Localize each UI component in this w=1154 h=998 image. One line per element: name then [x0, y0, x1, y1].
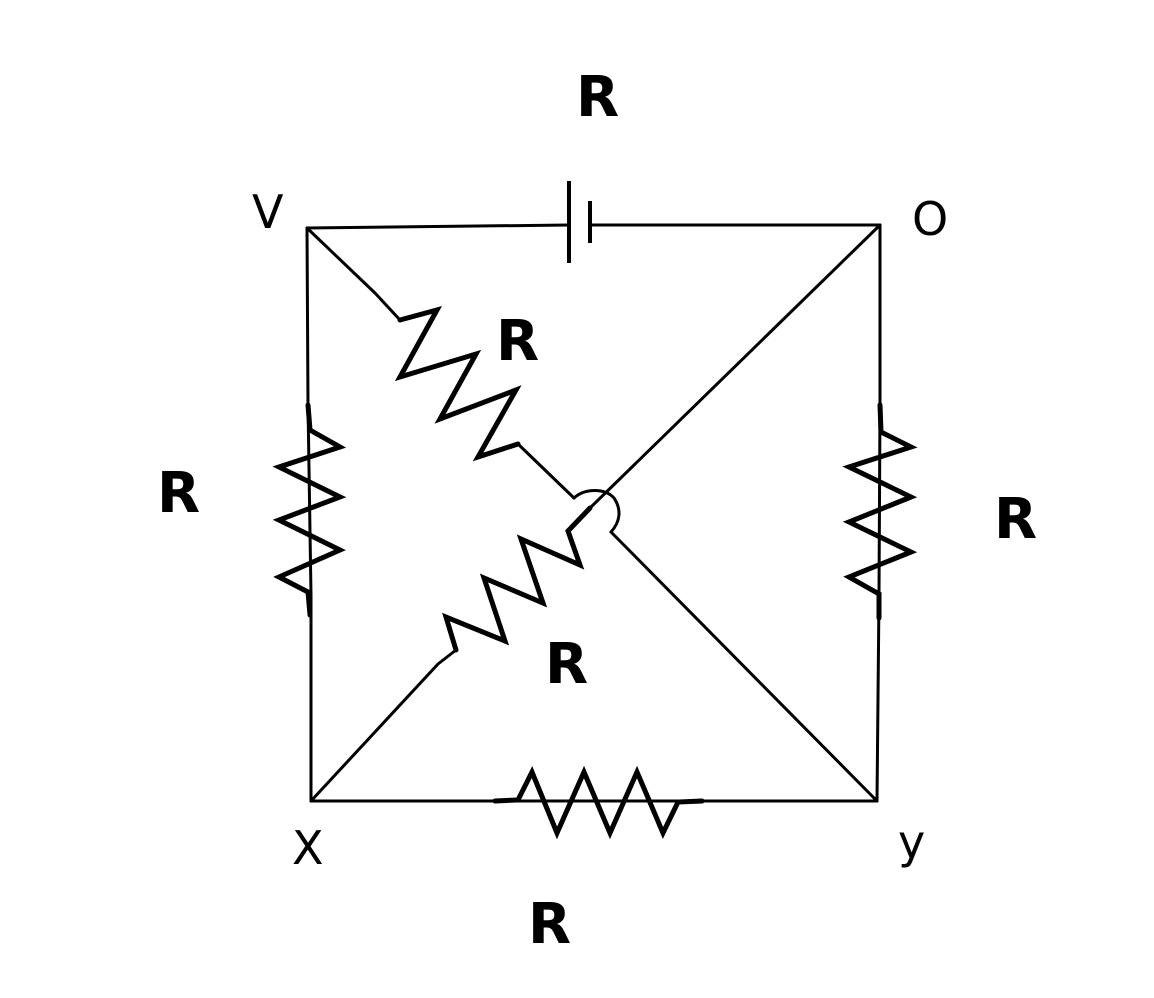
hop-over-arc: [572, 489, 621, 534]
top-wire-left: [305, 223, 571, 230]
label-right-r: R: [994, 487, 1037, 552]
diagonal-lower-resistor: [442, 505, 593, 653]
diagonal-x-o: [309, 223, 882, 803]
diagonal-v-y-wire-mid: [516, 442, 576, 500]
bottom-branch: [309, 765, 879, 840]
diagonal-x-o-wire-bottom: [309, 648, 458, 803]
node-label-v: V: [252, 185, 284, 239]
node-label-o: O: [912, 192, 948, 246]
diagonal-upper-resistor: [394, 306, 522, 462]
left-branch: [272, 226, 347, 803]
right-resistor: [842, 402, 918, 621]
label-diagonal-upper-r: R: [496, 309, 539, 374]
right-branch: [842, 223, 918, 803]
label-diagonal-lower-r: R: [545, 632, 588, 697]
right-wire: [875, 223, 882, 803]
label-left-r: R: [157, 461, 200, 526]
diagonal-v-y-wire-bottom: [609, 530, 879, 803]
node-label-x: X: [292, 821, 324, 875]
node-label-y: y: [898, 815, 925, 869]
label-top-r: R: [576, 65, 619, 130]
diagonal-x-o-wire-top: [588, 223, 882, 510]
left-resistor: [272, 402, 347, 618]
top-branch: [305, 181, 882, 263]
left-wire: [305, 226, 313, 803]
label-bottom-r: R: [528, 892, 571, 957]
diagonal-v-y: [305, 226, 879, 803]
bottom-resistor: [492, 765, 705, 840]
diagonal-v-y-wire-top: [305, 226, 402, 322]
